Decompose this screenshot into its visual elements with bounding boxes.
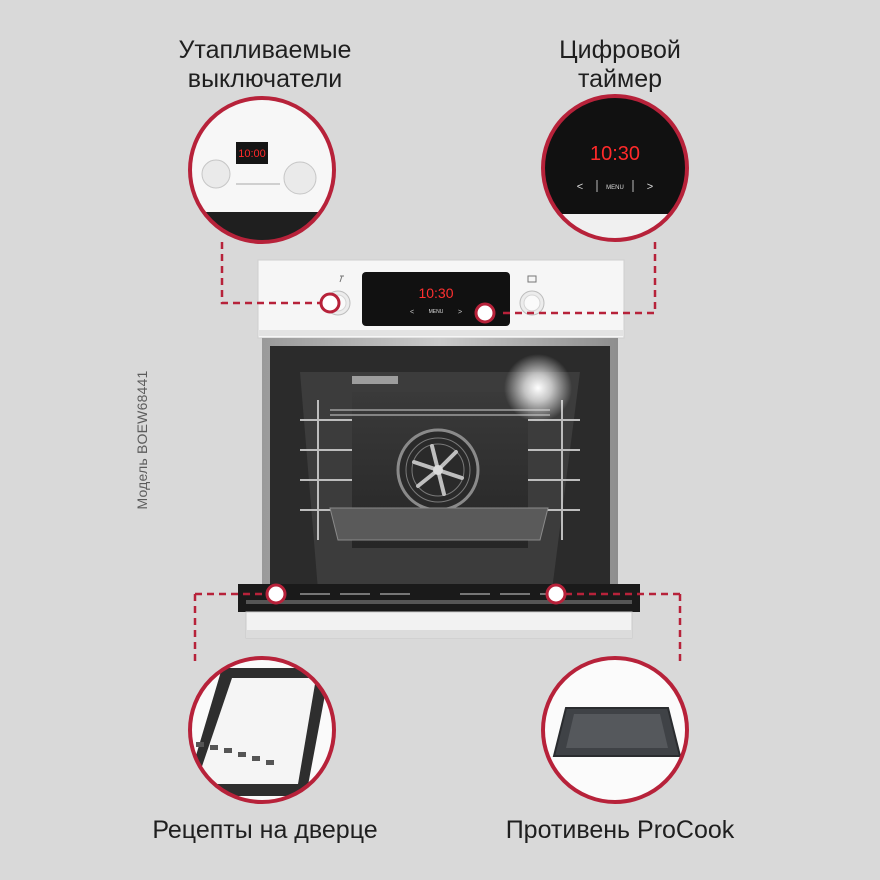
callout-tray-image <box>541 656 689 804</box>
label-door-recipes: Рецепты на дверце <box>152 816 378 844</box>
tray-icon <box>543 658 687 802</box>
svg-text:10:30: 10:30 <box>590 143 640 165</box>
svg-text:<: < <box>410 309 414 316</box>
label-digital-timer: Цифровой таймер <box>559 36 681 93</box>
svg-text:MENU: MENU <box>429 309 444 315</box>
fan-icon <box>396 428 480 512</box>
label-recessed-switches: Утапливаемые выключатели <box>178 36 352 93</box>
oven-door <box>238 584 640 639</box>
svg-text:>: > <box>647 181 653 193</box>
label-procook-tray: Противень ProCook <box>505 816 735 844</box>
svg-text:<: < <box>577 181 583 193</box>
svg-text:MENU: MENU <box>606 185 624 191</box>
callout-timer-image: 10:30 < > MENU <box>541 94 689 242</box>
svg-text:10:00: 10:00 <box>238 148 266 160</box>
oven-cavity <box>262 338 618 590</box>
light-icon <box>504 354 572 422</box>
control-panel: 10:30 MENU < > <box>257 259 625 339</box>
callout-door-recipes-image <box>188 656 336 804</box>
model-label: Модель BOEW68441 <box>134 370 150 510</box>
callout-knobs-image: 10:00 <box>188 96 336 244</box>
knob-icon[interactable] <box>519 290 545 316</box>
panel-time-text: 10:30 <box>418 285 453 301</box>
svg-text:>: > <box>458 309 462 316</box>
